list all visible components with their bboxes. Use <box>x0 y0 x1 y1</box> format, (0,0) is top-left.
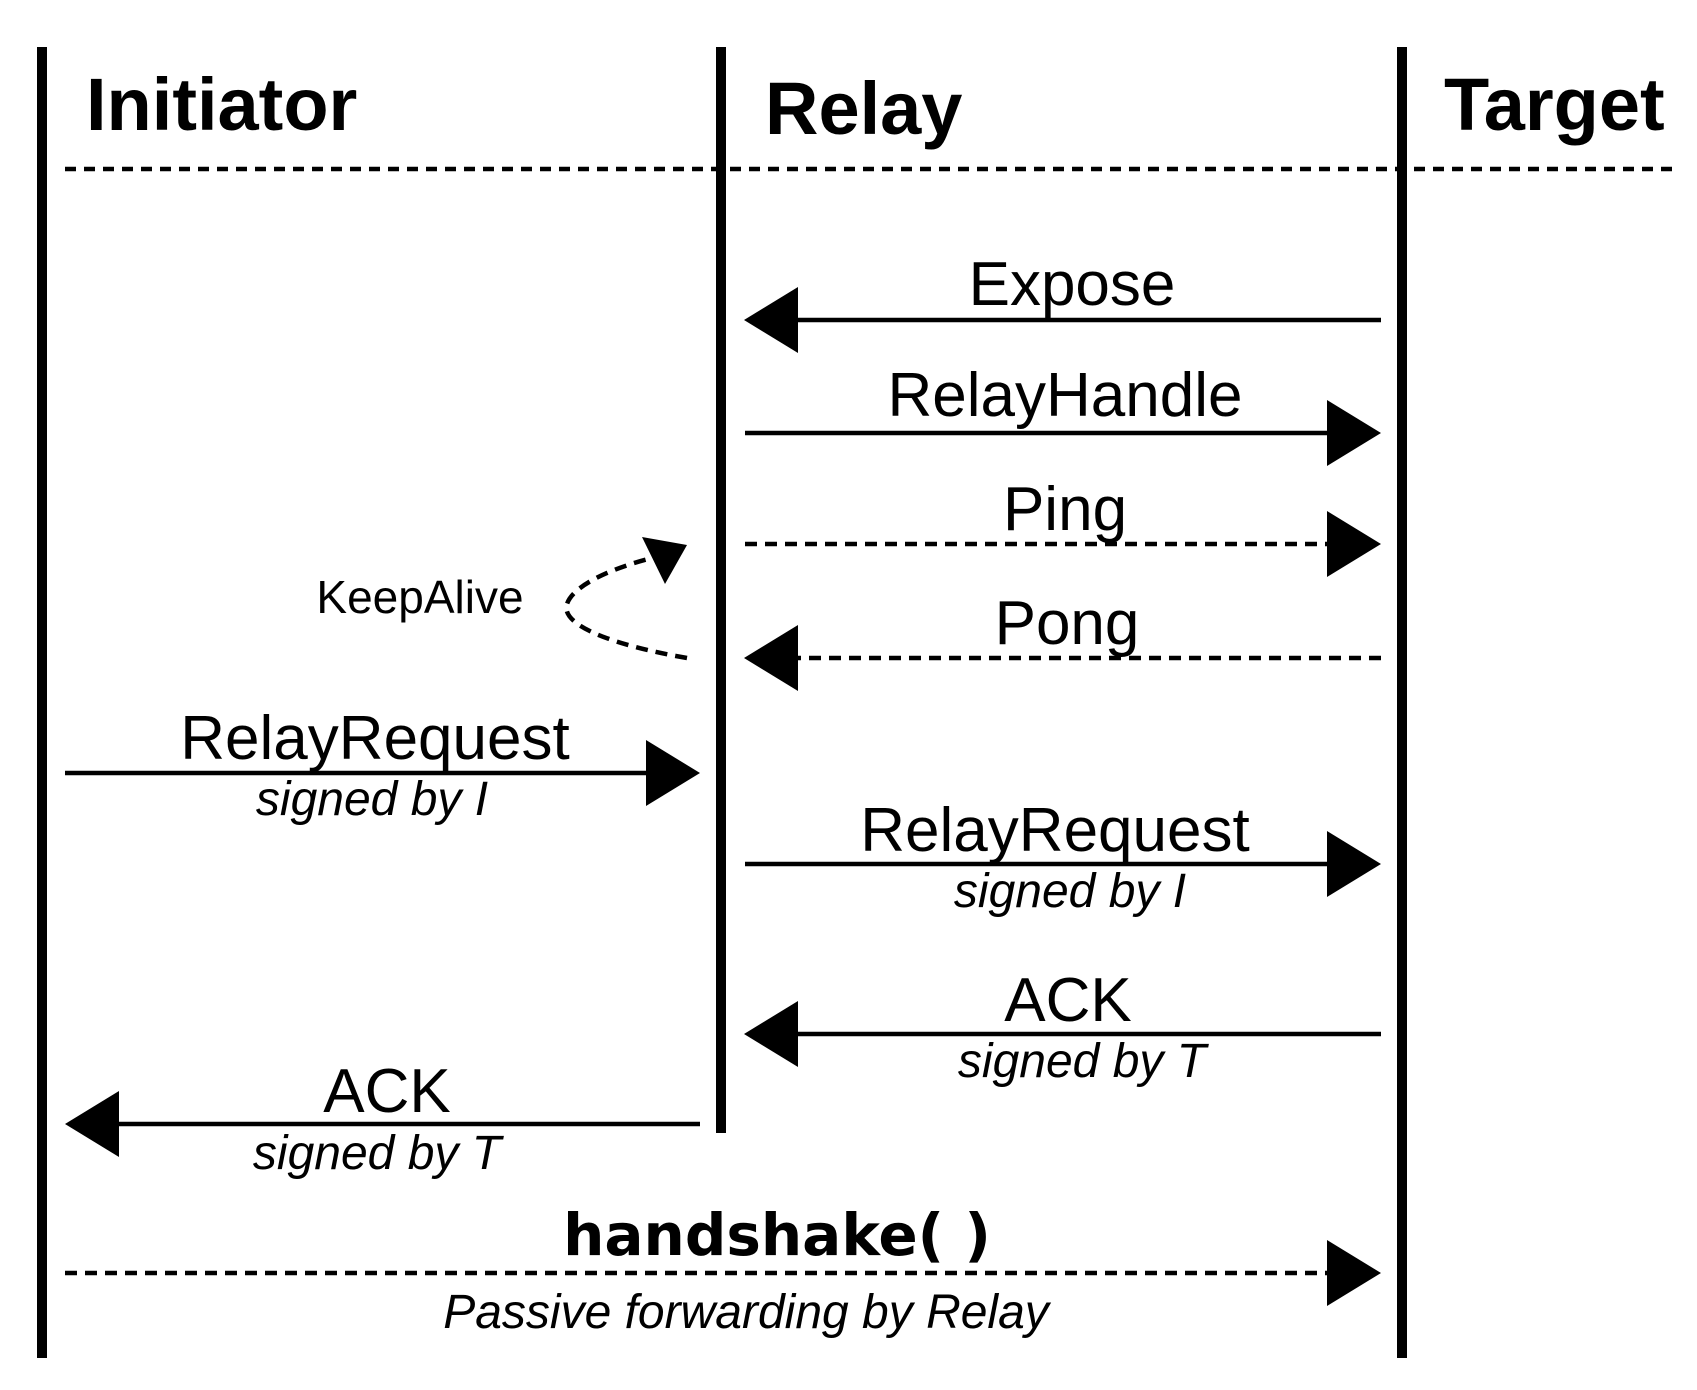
target-title: Target <box>1444 63 1665 146</box>
ack-2-sublabel: signed by T <box>253 1127 505 1180</box>
relay-request-1-arrowhead <box>646 740 700 806</box>
ack-1-message: ACK signed by T <box>744 966 1381 1088</box>
ping-arrowhead <box>1327 511 1381 577</box>
expose-message: Expose <box>744 250 1381 353</box>
ping-label: Ping <box>1003 475 1127 544</box>
pong-label: Pong <box>995 589 1140 658</box>
relay-request-2-label: RelayRequest <box>860 796 1249 865</box>
initiator-title: Initiator <box>86 63 357 146</box>
relay-request-2-sublabel: signed by I <box>954 865 1186 918</box>
handshake-arrowhead <box>1327 1240 1381 1306</box>
relay-request-1-label: RelayRequest <box>180 704 569 773</box>
ack-2-label: ACK <box>323 1057 450 1126</box>
relay-request-1-message: RelayRequest signed by I <box>65 704 700 826</box>
relay-handle-label: RelayHandle <box>888 361 1243 430</box>
ack-1-label: ACK <box>1004 966 1131 1035</box>
handshake-sublabel: Passive forwarding by Relay <box>443 1286 1052 1339</box>
relay-request-2-arrowhead <box>1327 831 1381 897</box>
pong-message: Pong <box>744 589 1381 691</box>
ack-1-sublabel: signed by T <box>958 1035 1210 1088</box>
expose-label: Expose <box>969 250 1176 319</box>
relay-title: Relay <box>765 67 962 150</box>
ack-2-message: ACK signed by T <box>65 1057 700 1180</box>
ping-message: Ping <box>745 475 1381 577</box>
keepalive-arrowhead <box>642 537 687 584</box>
relay-handle-message: RelayHandle <box>745 361 1381 466</box>
relay-handle-arrowhead <box>1327 400 1381 466</box>
keepalive-loop: KeepAlive <box>316 537 688 661</box>
keepalive-label: KeepAlive <box>316 571 523 623</box>
relay-request-1-sublabel: signed by I <box>256 773 488 826</box>
handshake-label: handshake( ) <box>563 1201 991 1269</box>
keepalive-curve <box>564 555 688 661</box>
handshake-message: handshake( ) Passive forwarding by Relay <box>65 1201 1381 1339</box>
ack-1-arrowhead <box>744 1001 798 1067</box>
expose-arrowhead <box>744 287 798 353</box>
relay-request-2-message: RelayRequest signed by I <box>745 796 1381 918</box>
ack-2-arrowhead <box>65 1091 119 1157</box>
pong-arrowhead <box>744 625 798 691</box>
